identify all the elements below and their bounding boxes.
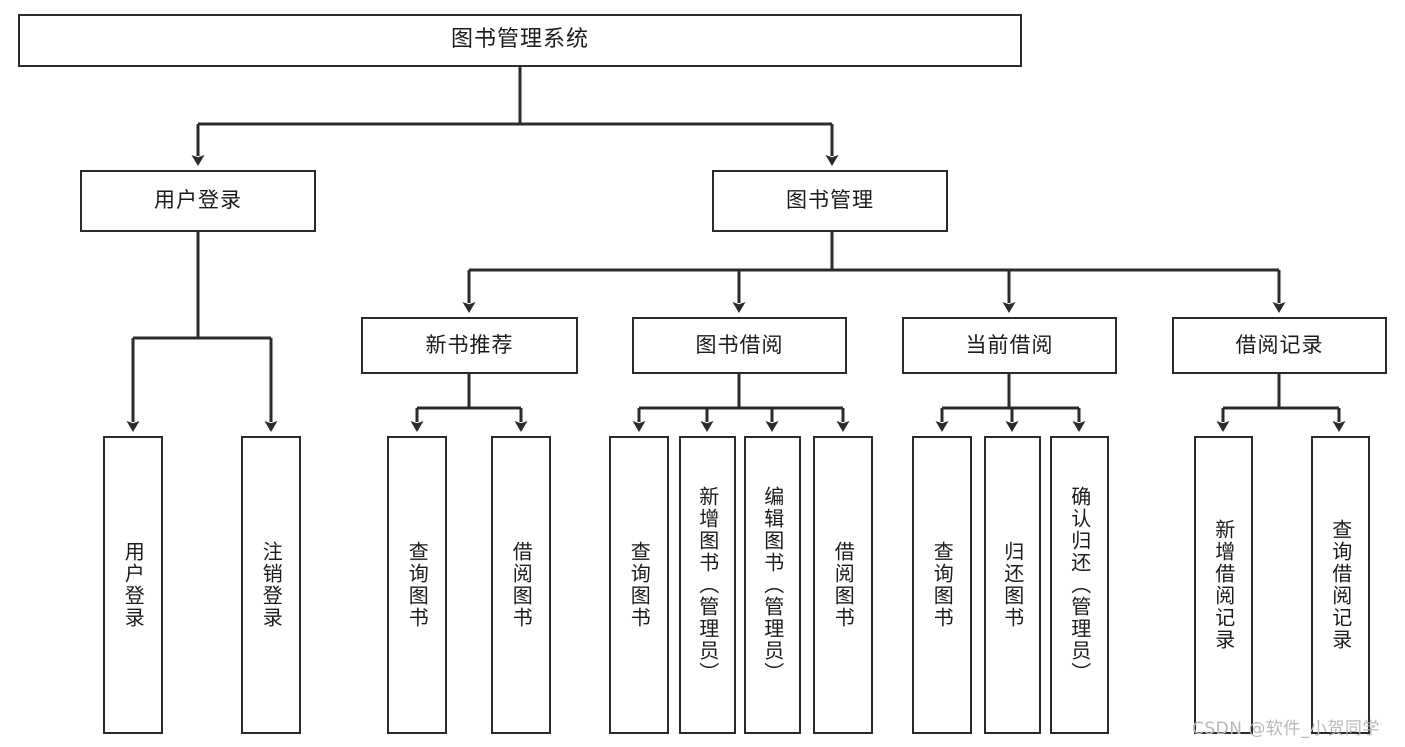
leaf-user-login[interactable]: 用户登录 (103, 436, 163, 734)
leaf-query-record-label: 查询借阅记录 (1328, 519, 1353, 651)
leaf-query-book-2[interactable]: 查询图书 (609, 436, 669, 734)
leaf-edit-book[interactable]: 编辑图书（管理员） (744, 436, 801, 734)
leaf-query-book-1[interactable]: 查询图书 (387, 436, 447, 734)
leaf-borrow-book-1[interactable]: 借阅图书 (491, 436, 551, 734)
node-book-borrow-label: 图书借阅 (695, 332, 784, 357)
leaf-query-book-3-label: 查询图书 (930, 541, 955, 629)
leaf-confirm-return-label: 确认归还（管理员） (1067, 486, 1092, 684)
leaf-user-login-label: 用户登录 (121, 541, 146, 629)
leaf-query-book-1-label: 查询图书 (405, 541, 430, 629)
node-current-borrow-label: 当前借阅 (965, 332, 1054, 357)
node-new-book-recommend[interactable]: 新书推荐 (361, 317, 578, 374)
node-new-book-recommend-label: 新书推荐 (425, 332, 514, 357)
node-current-borrow[interactable]: 当前借阅 (902, 317, 1117, 374)
leaf-add-book-label: 新增图书（管理员） (695, 486, 720, 684)
leaf-add-record[interactable]: 新增借阅记录 (1194, 436, 1253, 734)
node-user-login[interactable]: 用户登录 (80, 170, 316, 232)
node-root-label: 图书管理系统 (450, 27, 589, 53)
node-user-login-label: 用户登录 (154, 188, 242, 213)
leaf-logout-login-label: 注销登录 (259, 541, 284, 629)
leaf-borrow-book-1-label: 借阅图书 (509, 541, 534, 629)
leaf-add-record-label: 新增借阅记录 (1211, 519, 1236, 651)
node-root[interactable]: 图书管理系统 (18, 14, 1022, 67)
node-book-manage-label: 图书管理 (786, 188, 874, 213)
leaf-return-book[interactable]: 归还图书 (984, 436, 1041, 734)
leaf-query-book-2-label: 查询图书 (627, 541, 652, 629)
leaf-edit-book-label: 编辑图书（管理员） (760, 486, 785, 684)
csdn-watermark: CSDN @软件_小贺同学 (1192, 719, 1380, 739)
leaf-borrow-book-2[interactable]: 借阅图书 (813, 436, 873, 734)
leaf-query-record[interactable]: 查询借阅记录 (1311, 436, 1370, 734)
leaf-return-book-label: 归还图书 (1000, 541, 1025, 629)
leaf-confirm-return[interactable]: 确认归还（管理员） (1050, 436, 1109, 734)
leaf-logout-login[interactable]: 注销登录 (241, 436, 301, 734)
leaf-query-book-3[interactable]: 查询图书 (912, 436, 972, 734)
leaf-add-book[interactable]: 新增图书（管理员） (679, 436, 736, 734)
node-borrow-record-label: 借阅记录 (1235, 332, 1324, 357)
leaf-borrow-book-2-label: 借阅图书 (831, 541, 856, 629)
node-borrow-record[interactable]: 借阅记录 (1172, 317, 1387, 374)
node-book-manage[interactable]: 图书管理 (712, 170, 948, 232)
node-book-borrow[interactable]: 图书借阅 (632, 317, 847, 374)
